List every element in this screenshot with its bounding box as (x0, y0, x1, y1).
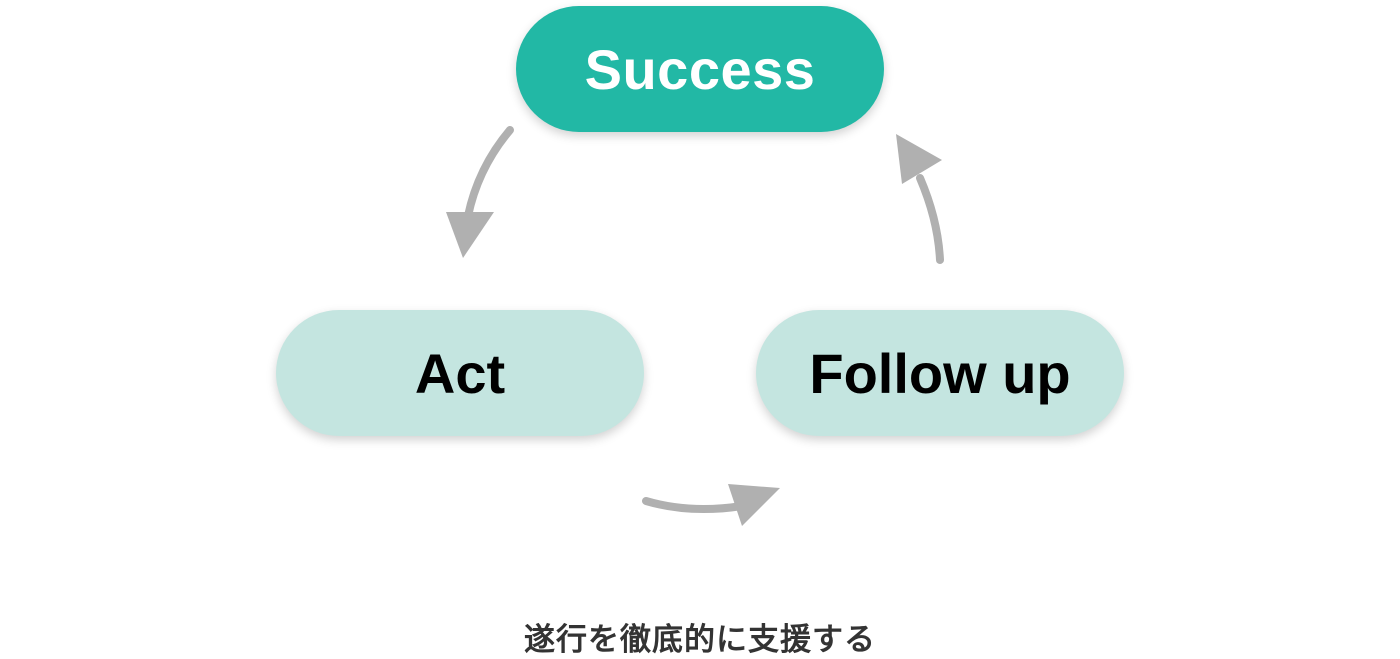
node-follow-up: Follow up (756, 310, 1124, 436)
node-act-label: Act (414, 341, 506, 405)
node-follow-up-label: Follow up (809, 341, 1071, 405)
arrow-act-to-follow-up (642, 484, 780, 526)
arrow-follow-up-to-success (896, 134, 944, 264)
node-success: Success (516, 6, 884, 132)
diagram-caption: 遂行を徹底的に支援する (524, 622, 876, 658)
arrow-success-to-act (446, 126, 514, 258)
node-success-label: Success (584, 37, 816, 101)
node-act: Act (276, 310, 644, 436)
